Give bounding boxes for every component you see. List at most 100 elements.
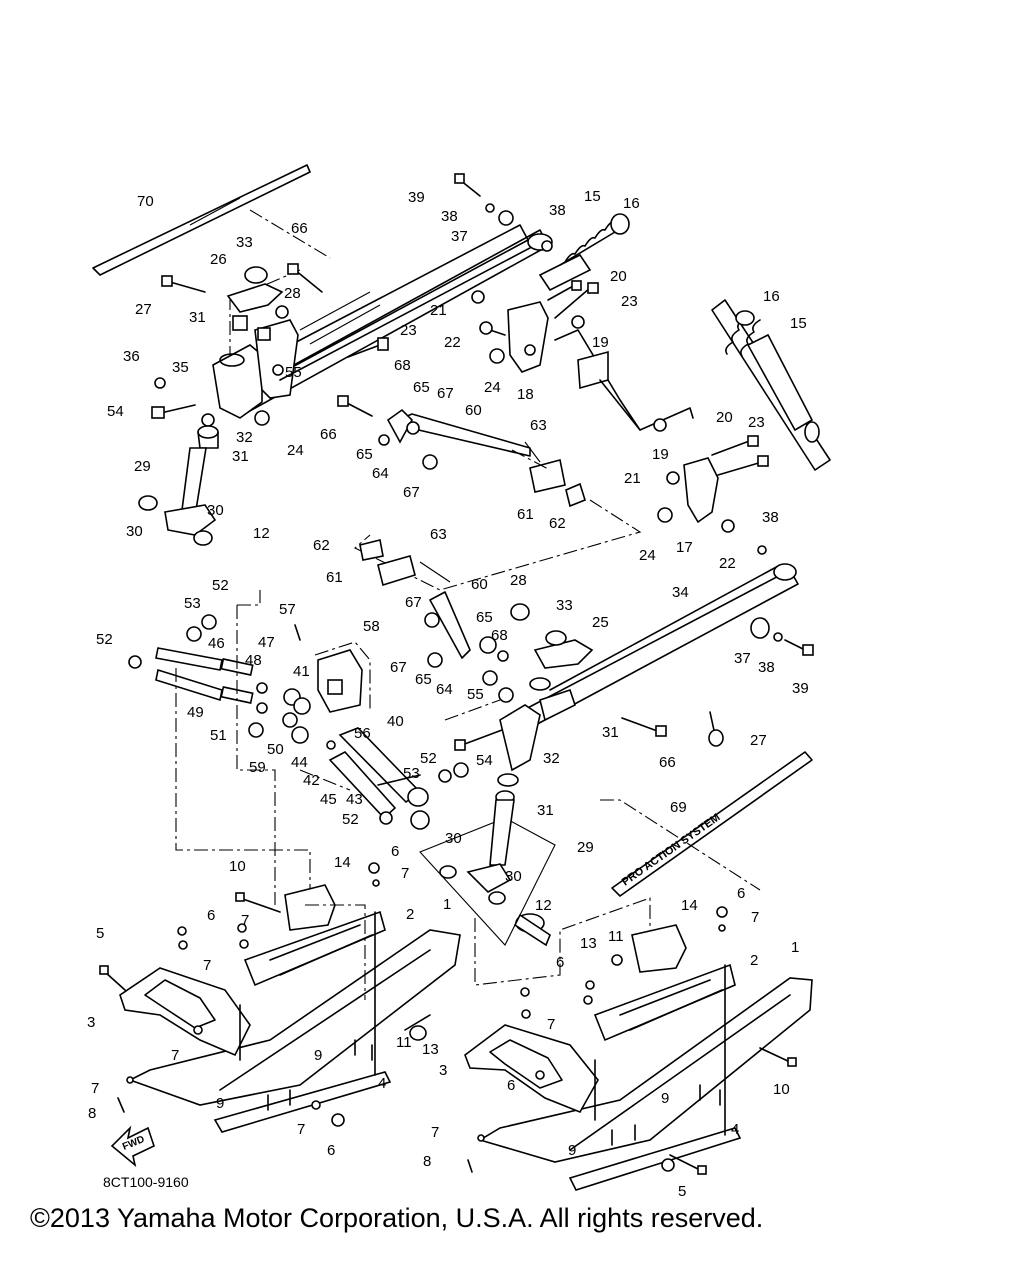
callout-8: 8: [88, 1105, 96, 1122]
callout-7: 7: [203, 957, 211, 974]
decal-strip-70: [92, 164, 311, 276]
callout-7: 7: [297, 1121, 305, 1138]
steering-bracket-26: [226, 266, 289, 319]
callout-34: 34: [672, 584, 689, 601]
callout-14: 14: [681, 897, 698, 914]
callout-52: 52: [96, 631, 113, 648]
callout-20: 20: [610, 268, 627, 285]
callout-2: 2: [406, 906, 414, 923]
callout-39: 39: [792, 680, 809, 697]
callout-69: 69: [670, 799, 687, 816]
callout-63: 63: [430, 526, 447, 543]
callout-65: 65: [356, 446, 373, 463]
callout-61: 61: [517, 506, 534, 523]
callout-1: 1: [791, 939, 799, 956]
ski-assembly-left: [99, 862, 461, 1133]
callout-54: 54: [476, 752, 493, 769]
callout-3: 3: [87, 1014, 95, 1031]
callout-38: 38: [549, 202, 566, 219]
callout-46: 46: [208, 635, 225, 652]
callout-56: 56: [354, 725, 371, 742]
callout-53: 53: [184, 595, 201, 612]
callout-7: 7: [547, 1016, 555, 1033]
callout-33: 33: [556, 597, 573, 614]
callout-6: 6: [507, 1077, 515, 1094]
steering-column-29-bottom: [419, 773, 556, 946]
callout-33: 33: [236, 234, 253, 251]
callout-60: 60: [465, 402, 482, 419]
callout-24: 24: [287, 442, 304, 459]
callout-35: 35: [172, 359, 189, 376]
steering-bracket-25: [454, 603, 724, 772]
callout-11: 11: [608, 928, 624, 945]
callout-49: 49: [187, 704, 204, 721]
drawing-code: 8CT100-9160: [103, 1174, 189, 1190]
callout-30: 30: [505, 868, 522, 885]
routing-dashes-mid: [175, 590, 351, 905]
callout-51: 51: [210, 727, 227, 744]
callout-65: 65: [413, 379, 430, 396]
callout-53: 53: [403, 765, 420, 782]
callout-26: 26: [210, 251, 227, 268]
dash-frame-mid: [354, 449, 642, 591]
callout-7: 7: [751, 909, 759, 926]
callout-6: 6: [391, 843, 399, 860]
callout-29: 29: [577, 839, 594, 856]
callout-23: 23: [400, 322, 417, 339]
callout-62: 62: [313, 537, 330, 554]
tie-rod-60-lower: [359, 539, 514, 703]
callout-7: 7: [171, 1047, 179, 1064]
callout-47: 47: [258, 634, 275, 651]
callout-70: 70: [137, 193, 154, 210]
callout-20: 20: [716, 409, 733, 426]
callout-36: 36: [123, 348, 140, 365]
callout-67: 67: [390, 659, 407, 676]
callout-67: 67: [437, 385, 454, 402]
cross-member-frame: [554, 329, 694, 432]
callout-16: 16: [623, 195, 640, 212]
callout-42: 42: [303, 772, 320, 789]
radius-rods-46-49: [128, 614, 268, 704]
callout-10: 10: [773, 1081, 790, 1098]
callout-62: 62: [549, 515, 566, 532]
callout-66: 66: [291, 220, 308, 237]
callout-55: 55: [467, 686, 484, 703]
callout-65: 65: [476, 609, 493, 626]
callout-23: 23: [748, 414, 765, 431]
callout-23: 23: [621, 293, 638, 310]
callout-6: 6: [207, 907, 215, 924]
shock-absorber-15-right: [711, 299, 831, 471]
callout-58: 58: [363, 618, 380, 635]
callout-9: 9: [216, 1095, 224, 1112]
callout-45: 45: [320, 791, 337, 808]
callout-31: 31: [232, 448, 249, 465]
callout-24: 24: [639, 547, 656, 564]
callout-6: 6: [556, 954, 564, 971]
callout-21: 21: [430, 302, 447, 319]
callout-38: 38: [758, 659, 775, 676]
callout-66: 66: [659, 754, 676, 771]
callout-68: 68: [491, 627, 508, 644]
callout-6: 6: [737, 885, 745, 902]
callout-22: 22: [444, 334, 461, 351]
callout-3: 3: [439, 1062, 447, 1079]
callout-19: 19: [652, 446, 669, 463]
callout-2: 2: [750, 952, 758, 969]
relay-bracket-17: [657, 435, 769, 555]
callout-25: 25: [592, 614, 609, 631]
callout-30: 30: [126, 523, 143, 540]
bolt-group-top: [151, 263, 389, 427]
callout-12: 12: [253, 525, 270, 542]
callout-5: 5: [678, 1183, 686, 1200]
callout-7: 7: [241, 912, 249, 929]
callout-37: 37: [451, 228, 468, 245]
callout-18: 18: [517, 386, 534, 403]
callout-4: 4: [731, 1121, 739, 1138]
callout-31: 31: [537, 802, 554, 819]
callout-37: 37: [734, 650, 751, 667]
ski-assembly-right: [464, 897, 813, 1191]
callout-30: 30: [445, 830, 462, 847]
callout-66: 66: [320, 426, 337, 443]
